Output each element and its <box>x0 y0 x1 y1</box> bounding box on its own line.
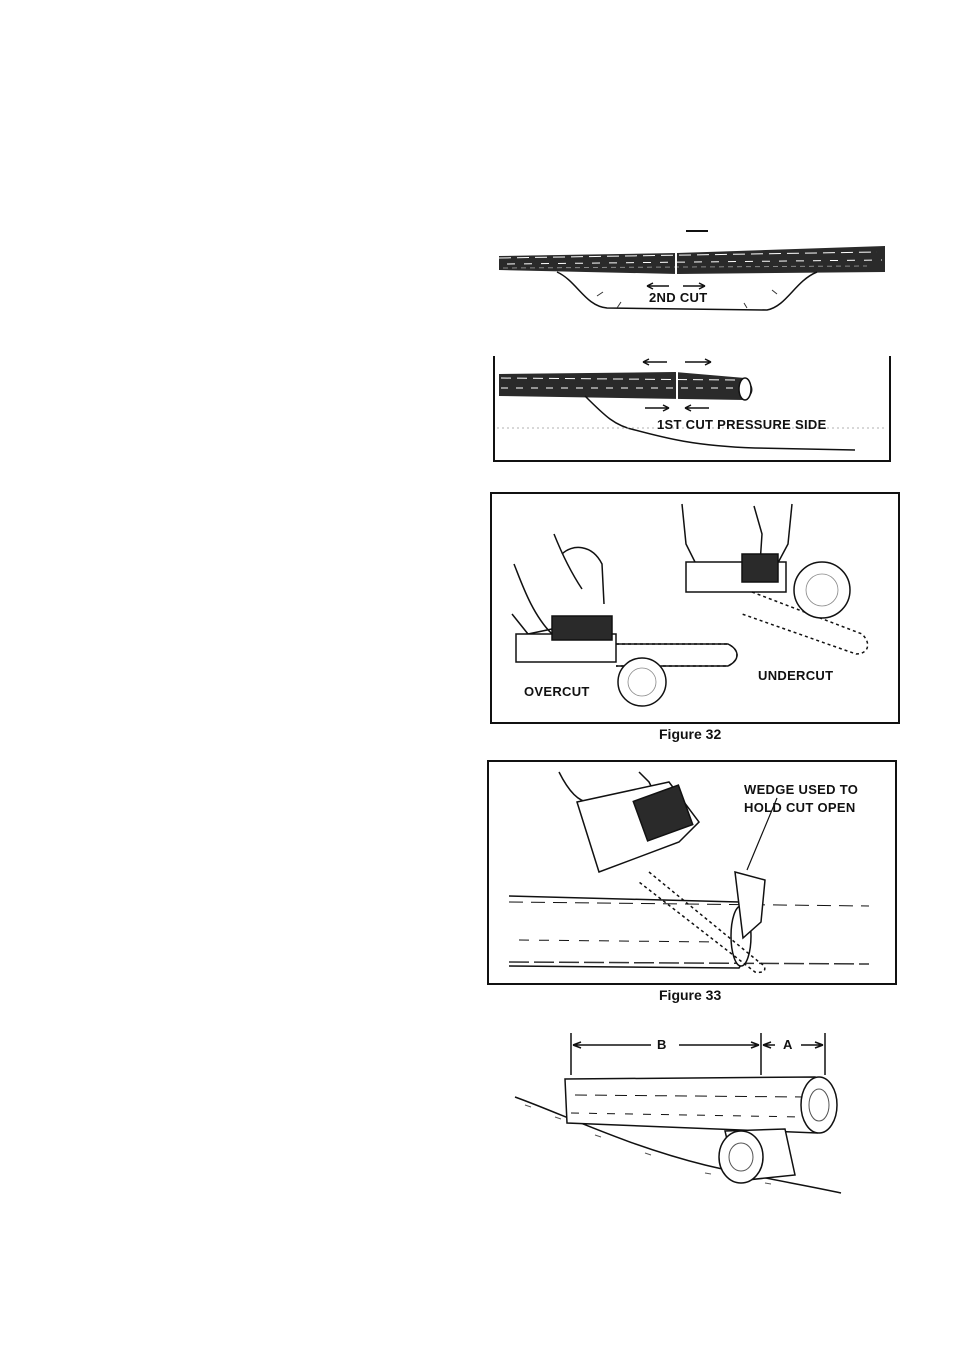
first-cut-illustration: 1ST CUT PRESSURE SIDE <box>493 356 891 462</box>
figure-32-illustration: OVERCUT UNDERCUT <box>490 492 900 724</box>
figure-33-illustration: WEDGE USED TO HOLD CUT OPEN <box>487 760 897 985</box>
second-cut-label: 2ND CUT <box>649 290 707 305</box>
log-measurement-illustration: B A <box>505 1025 845 1200</box>
overcut-label: OVERCUT <box>524 684 590 699</box>
wedge-label-line-1: WEDGE USED TO <box>744 782 858 797</box>
figure-32-caption: Figure 32 <box>659 726 721 742</box>
wedge-label-line-2: HOLD CUT OPEN <box>744 800 856 815</box>
second-cut-illustration: 2ND CUT <box>497 236 889 316</box>
top-dash <box>686 230 708 232</box>
length-b-label: B <box>657 1037 667 1052</box>
figure-33-caption: Figure 33 <box>659 987 721 1003</box>
overcut-saw <box>512 534 737 666</box>
first-cut-label: 1ST CUT PRESSURE SIDE <box>657 417 827 432</box>
length-a-label: A <box>783 1037 793 1052</box>
undercut-label: UNDERCUT <box>758 668 833 683</box>
